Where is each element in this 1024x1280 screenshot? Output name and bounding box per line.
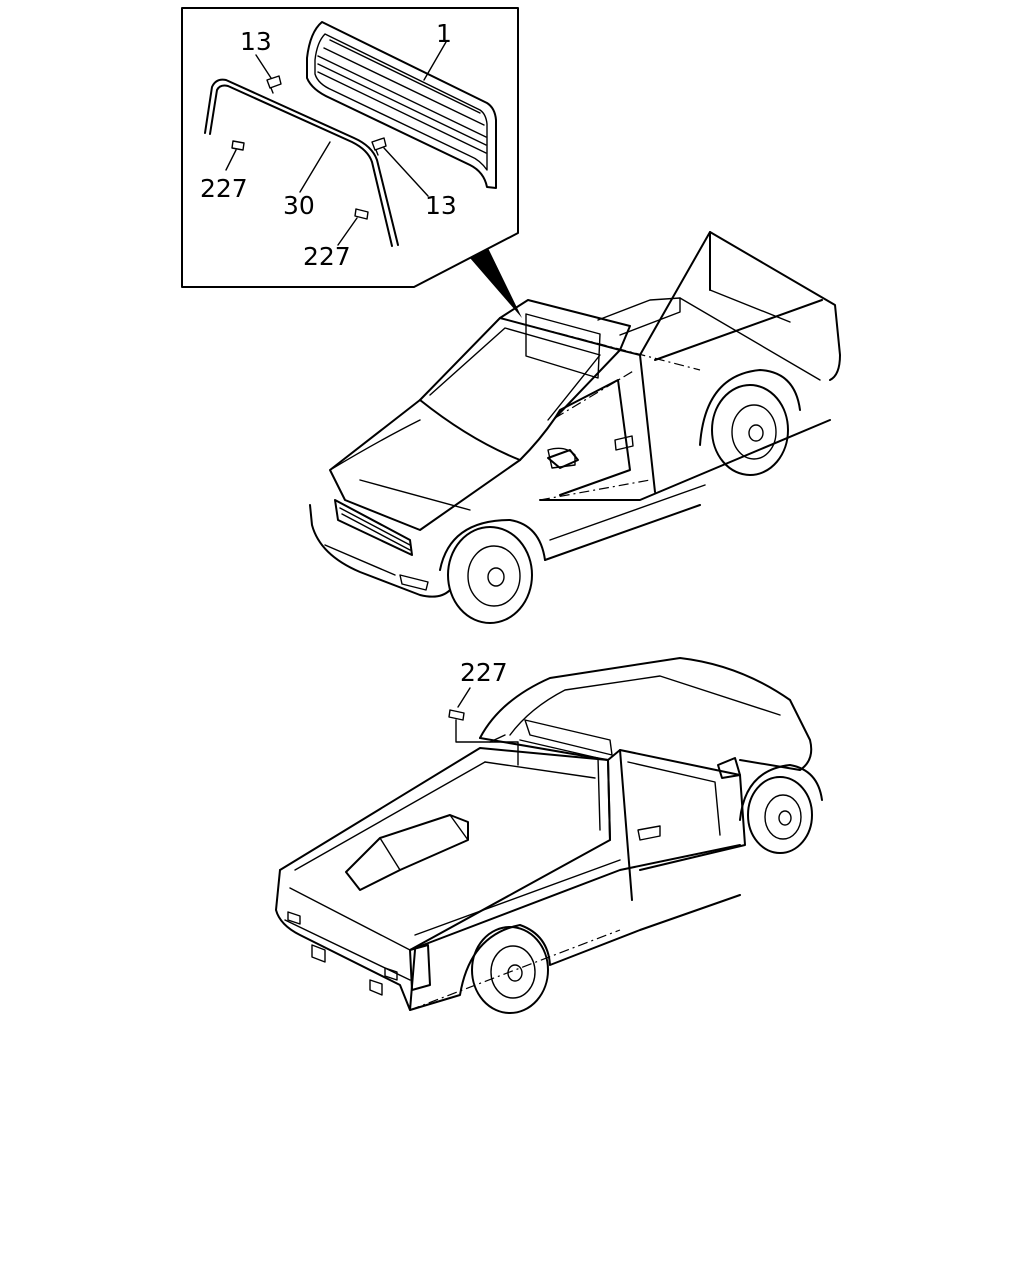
front-wheel <box>747 776 813 854</box>
clip-icon <box>371 137 429 197</box>
rear-wheel <box>711 384 789 476</box>
leader-line <box>423 41 447 81</box>
rear-wheel <box>471 926 549 1014</box>
callout-227-lower: 227 <box>460 658 508 687</box>
callout-227-left: 227 <box>200 174 248 203</box>
pointer-arrow <box>470 248 522 318</box>
fastener-icon <box>448 709 465 721</box>
fastener-icon <box>225 140 245 171</box>
rear-window-molding <box>204 78 399 247</box>
pickup-truck-rear-view <box>275 657 823 1014</box>
fastener-icon <box>337 208 369 246</box>
pickup-truck-front-view <box>309 231 841 624</box>
callout-30: 30 <box>283 191 315 220</box>
rear-window-glass <box>306 21 497 189</box>
inset-frame <box>181 7 519 288</box>
detail-inset <box>181 7 519 288</box>
clip-icon <box>255 54 282 94</box>
location-bracket <box>489 734 506 743</box>
callout-13-right: 13 <box>425 191 457 220</box>
callout-13-top: 13 <box>240 27 272 56</box>
front-wheel <box>447 526 533 624</box>
leader-line <box>299 141 331 193</box>
leader-line <box>457 687 471 708</box>
callout-227-bottom: 227 <box>303 242 351 271</box>
callout-1: 1 <box>436 19 452 48</box>
location-bracket <box>455 719 519 766</box>
